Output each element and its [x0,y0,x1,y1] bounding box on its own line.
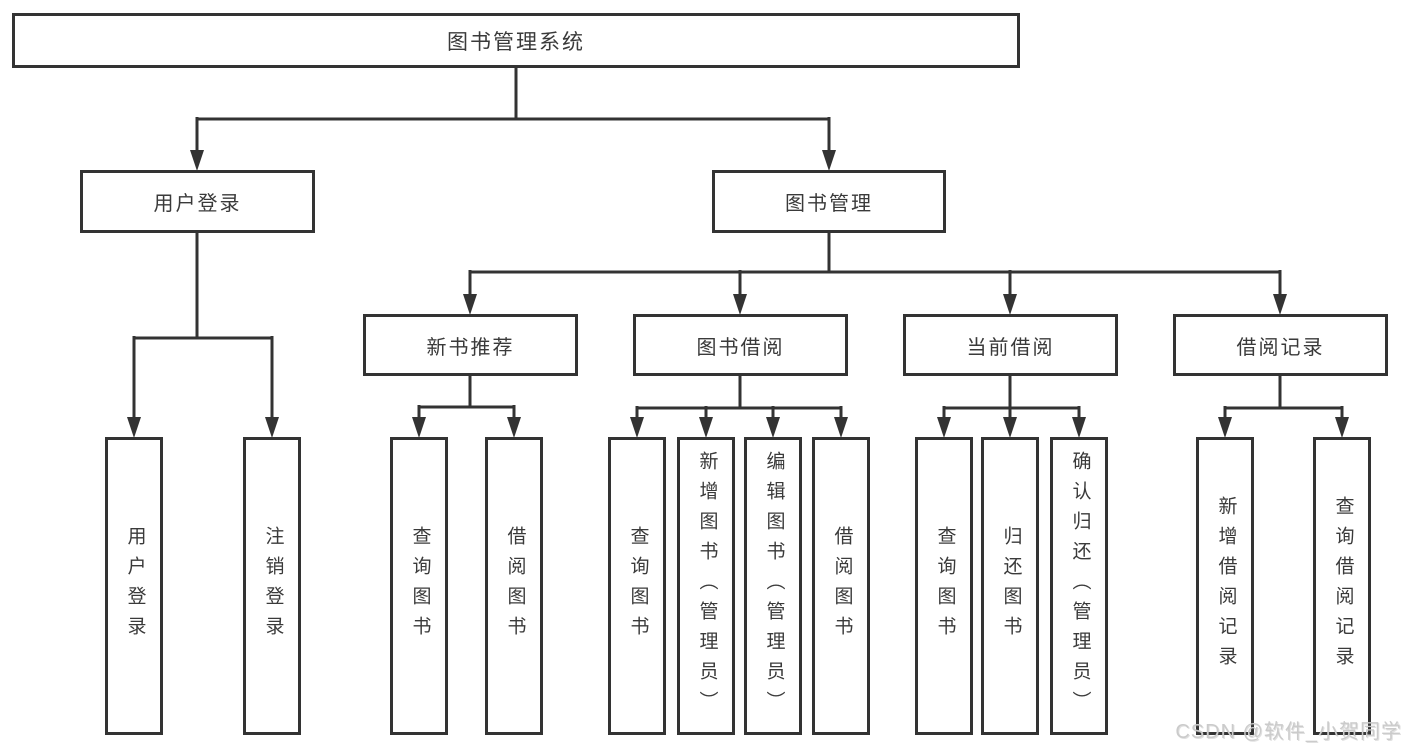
leaf-return-books: 归还图书 [981,437,1039,735]
arrowhead [834,417,848,438]
arrowhead [1273,294,1287,315]
leaf-user-login-label: 用户登录 [124,526,146,646]
arrowheads [127,150,1349,438]
arrowhead [507,417,521,438]
arrowhead [1218,417,1232,438]
node-borrowing-records-label: 借阅记录 [1236,336,1325,359]
arrowhead [1003,417,1017,438]
leaf-edit-books-admin-label: 编辑图书（管理员） [763,451,785,721]
leaf-borrow-books-2: 借阅图书 [812,437,870,735]
leaf-confirm-return-admin-label: 确认归还（管理员） [1069,451,1091,721]
node-new-book-recommendation-label: 新书推荐 [426,336,515,359]
leaf-query-books-1: 查询图书 [390,437,448,735]
leaf-confirm-return-admin: 确认归还（管理员） [1050,437,1108,735]
node-current-borrowing-label: 当前借阅 [966,336,1055,359]
node-book-borrowing-label: 图书借阅 [696,336,785,359]
arrowhead [937,417,951,438]
arrowhead [766,417,780,438]
node-book-management: 图书管理 [712,170,946,233]
arrowhead [265,417,279,438]
node-user-login: 用户登录 [80,170,315,233]
leaf-borrow-books-1: 借阅图书 [485,437,543,735]
node-library-management-system-label: 图书管理系统 [447,30,585,54]
leaf-add-borrow-record: 新增借阅记录 [1196,437,1254,735]
leaf-edit-books-admin: 编辑图书（管理员） [744,437,802,735]
arrowhead [699,417,713,438]
leaf-borrow-books-2-label: 借阅图书 [831,526,853,646]
arrowhead [1072,417,1086,438]
arrowhead [1003,294,1017,315]
leaf-query-borrow-record: 查询借阅记录 [1313,437,1371,735]
node-new-book-recommendation: 新书推荐 [363,314,578,376]
leaf-query-books-1-label: 查询图书 [409,526,431,646]
arrowhead [463,294,477,315]
node-current-borrowing: 当前借阅 [903,314,1118,376]
leaf-user-login: 用户登录 [105,437,163,735]
connector-root-to-level2 [195,68,831,152]
arrowhead [630,417,644,438]
arrowhead [412,417,426,438]
leaf-return-books-label: 归还图书 [1000,526,1022,646]
leaf-add-books-admin: 新增图书（管理员） [677,437,735,735]
connector-currentborrow-to-leaves [942,376,1081,420]
connector-bookborrow-to-leaves [635,376,843,420]
node-book-borrowing: 图书借阅 [633,314,848,376]
leaf-borrow-books-1-label: 借阅图书 [504,526,526,646]
arrowhead [822,150,836,171]
arrowhead [1335,417,1349,438]
node-user-login-label: 用户登录 [153,193,242,215]
connector-bookmgmt-to-level3 [468,233,1282,296]
node-library-management-system: 图书管理系统 [12,13,1020,68]
leaf-logout-label: 注销登录 [262,526,284,646]
node-book-management-label: 图书管理 [785,193,873,215]
connector-newbook-to-leaves [417,376,516,420]
connector-records-to-leaves [1223,376,1344,420]
leaf-add-borrow-record-label: 新增借阅记录 [1215,496,1237,676]
leaf-query-books-3: 查询图书 [915,437,973,735]
leaf-query-borrow-record-label: 查询借阅记录 [1332,496,1354,676]
leaf-query-books-2-label: 查询图书 [627,526,649,646]
arrowhead [127,417,141,438]
leaf-logout: 注销登录 [243,437,301,735]
node-borrowing-records: 借阅记录 [1173,314,1388,376]
arrowhead [733,294,747,315]
arrowhead [190,150,204,171]
leaf-add-books-admin-label: 新增图书（管理员） [696,451,718,721]
leaf-query-books-3-label: 查询图书 [934,526,956,646]
csdn-watermark: CSDN @软件_小贺同学 [1175,721,1402,743]
leaf-query-books-2: 查询图书 [608,437,666,735]
connector-userlogin-to-leaves [132,233,274,420]
